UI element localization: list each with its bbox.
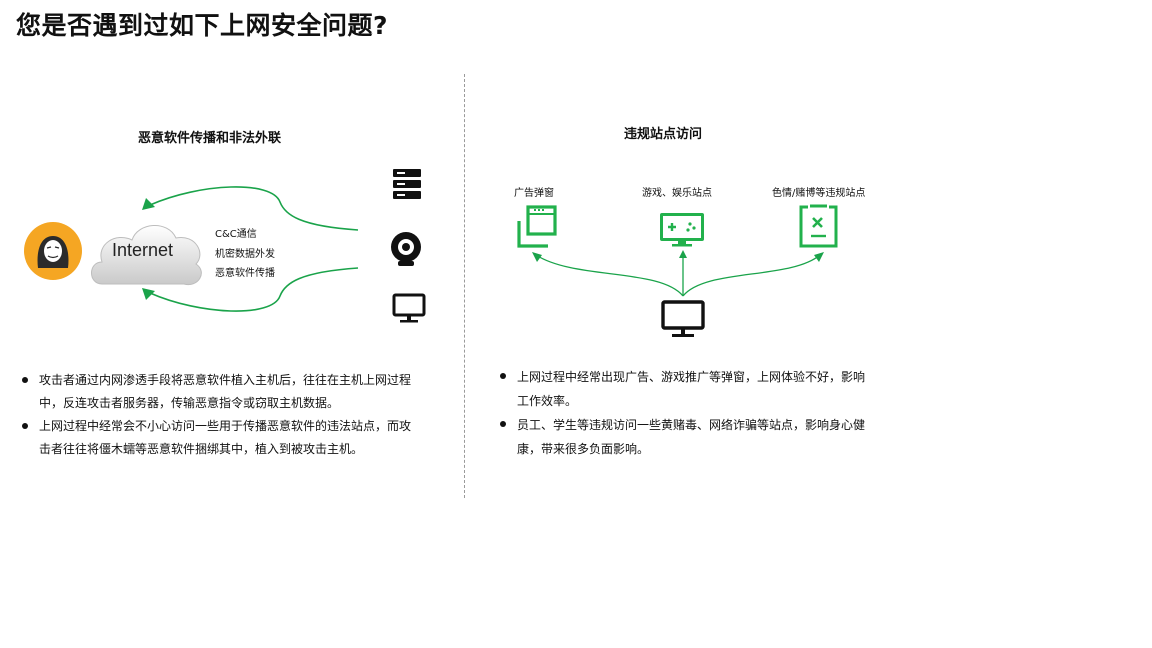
left-bullet-list: 攻击者通过内网渗透手段将恶意软件植入主机后，往往在主机上网过程中，反连攻击者服务…	[22, 369, 420, 461]
internet-label: Internet	[112, 240, 174, 260]
lower-arrowhead	[142, 288, 155, 300]
right-connection-lines	[535, 254, 821, 297]
lower-arc-line	[149, 267, 359, 312]
right-section-title: 违规站点访问	[624, 127, 703, 142]
label-illegal-sites: 色情/赌博等违规站点	[772, 188, 866, 199]
right-bullet-1: 上网过程中经常出现广告、游戏推广等弹窗，上网体验不好，影响工作效率。	[500, 365, 876, 413]
line-to-blocked	[682, 254, 821, 297]
left-bullet-1: 攻击者通过内网渗透手段将恶意软件植入主机后，往往在主机上网过程中，反连攻击者服务…	[22, 369, 420, 415]
label-game-sites: 游戏、娱乐站点	[642, 188, 712, 199]
popup-window-icon	[517, 205, 557, 248]
left-section-title: 恶意软件传播和非法外联	[138, 131, 282, 146]
blocked-site-icon	[799, 204, 838, 248]
line-to-popup	[535, 254, 684, 297]
webcam-icon	[391, 232, 421, 266]
hacker-icon	[24, 222, 82, 280]
upper-arc-line	[149, 186, 359, 231]
label-popup-ads: 广告弹窗	[514, 188, 554, 199]
cc-line-2: 机密数据外发	[215, 249, 275, 260]
gamepad-icon	[660, 213, 704, 247]
monitor-icon-left	[392, 293, 426, 323]
page-title: 您是否遇到过如下上网安全问题?	[16, 11, 389, 40]
right-bullet-2: 员工、学生等违规访问一些黄赌毒、网络诈骗等站点，影响身心健康，带来很多负面影响。	[500, 413, 876, 461]
cc-line-1: C&C通信	[215, 229, 257, 240]
upper-arrowhead	[142, 198, 155, 210]
monitor-icon-right	[661, 300, 705, 337]
cc-line-3: 恶意软件传播	[215, 268, 275, 279]
left-connection-lines	[149, 186, 359, 312]
right-bullet-list: 上网过程中经常出现广告、游戏推广等弹窗，上网体验不好，影响工作效率。 员工、学生…	[500, 365, 876, 461]
section-divider	[464, 74, 465, 498]
left-bullet-2: 上网过程中经常会不小心访问一些用于传播恶意软件的违法站点，而攻击者往往将僵木蠕等…	[22, 415, 420, 461]
cloud-icon	[91, 225, 202, 286]
server-icon	[393, 169, 421, 199]
